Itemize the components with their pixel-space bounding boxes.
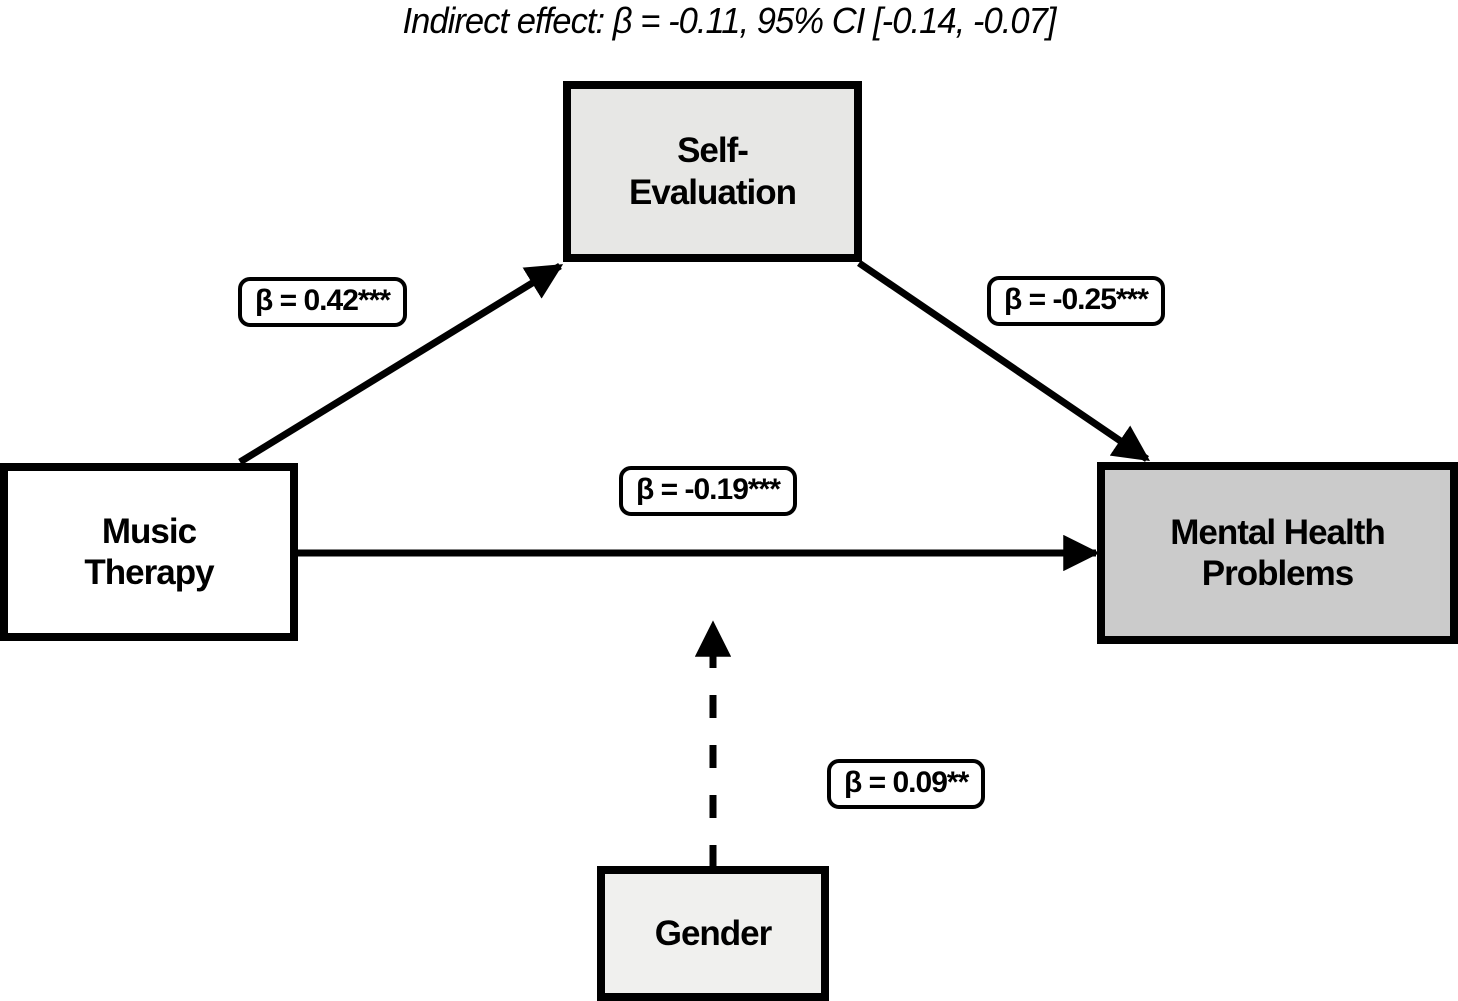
a-path-coefficient-label: β = 0.42*** (238, 277, 407, 327)
b-path-coefficient-label: β = -0.25*** (987, 276, 1165, 326)
indirect-effect-title: Indirect effect: β = -0.11, 95% CI [-0.1… (402, 0, 1056, 41)
moderator-box-gender: Gender (597, 866, 829, 1001)
predictor-box-music-therapy: Music Therapy (0, 463, 298, 641)
direct-path-coefficient-label: β = -0.19*** (619, 466, 797, 516)
outcome-box-mental-health-problems: Mental Health Problems (1097, 462, 1458, 644)
moderation-path-coefficient-label: β = 0.09** (827, 759, 986, 809)
a-path-arrow (238, 263, 564, 465)
mediator-box-self-evaluation: Self- Evaluation (563, 81, 862, 262)
b-path-arrow (857, 260, 1151, 462)
